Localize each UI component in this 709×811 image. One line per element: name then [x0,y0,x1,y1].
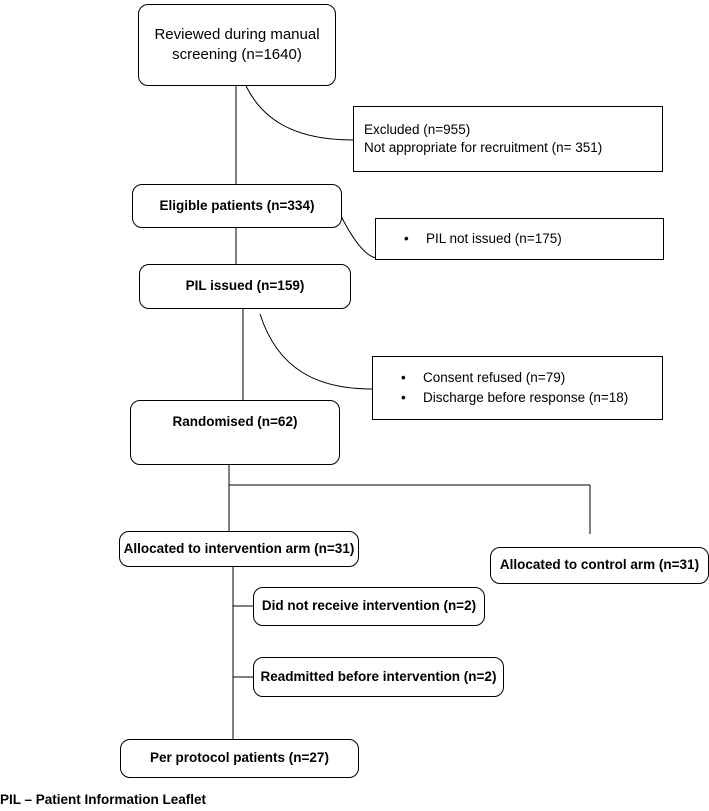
control-label: Allocated to control arm (n=31) [499,557,700,573]
box-consent-refused: Consent refused (n=79) Discharge before … [372,356,663,420]
box-randomised: Randomised (n=62) [130,400,340,465]
intervention-label: Allocated to intervention arm (n=31) [123,540,355,556]
box-readmitted: Readmitted before intervention (n=2) [253,657,504,697]
consent-refused-item: Consent refused (n=79) [401,369,652,387]
box-pil-not-issued: PIL not issued (n=175) [375,218,664,260]
box-excluded: Excluded (n=955) Not appropriate for rec… [353,106,663,172]
footnote-pil-definition: PIL – Patient Information Leaflet [0,792,207,807]
pil-not-issued-item: PIL not issued (n=175) [404,230,653,248]
eligible-label: Eligible patients (n=334) [159,197,315,213]
randomised-label: Randomised (n=62) [172,414,298,429]
box-pil-issued: PIL issued (n=159) [139,264,351,309]
excluded-line-1: Excluded (n=955) [364,121,471,137]
curve-to-pil-not-issued [339,213,379,259]
no-intervention-label: Did not receive intervention (n=2) [261,598,477,614]
pil-not-issued-list: PIL not issued (n=175) [386,228,653,250]
screened-label: Reviewed during manual screening (n=1640… [154,25,320,63]
readmitted-label: Readmitted before intervention (n=2) [260,668,497,684]
box-intervention: Allocated to intervention arm (n=31) [119,531,359,567]
box-screened: Reviewed during manual screening (n=1640… [138,4,336,86]
box-control: Allocated to control arm (n=31) [490,547,709,584]
per-protocol-label: Per protocol patients (n=27) [150,750,329,766]
box-no-intervention: Did not receive intervention (n=2) [253,587,485,626]
box-per-protocol: Per protocol patients (n=27) [120,739,359,778]
box-eligible: Eligible patients (n=334) [132,184,342,228]
consent-refused-list: Consent refused (n=79) Discharge before … [383,367,652,409]
discharge-item: Discharge before response (n=18) [401,389,652,407]
curve-to-consent-refused [259,313,373,390]
excluded-line-2: Not appropriate for recruitment (n= 351) [364,140,603,155]
pil-issued-label: PIL issued (n=159) [185,278,305,294]
curve-to-excluded [245,85,354,141]
